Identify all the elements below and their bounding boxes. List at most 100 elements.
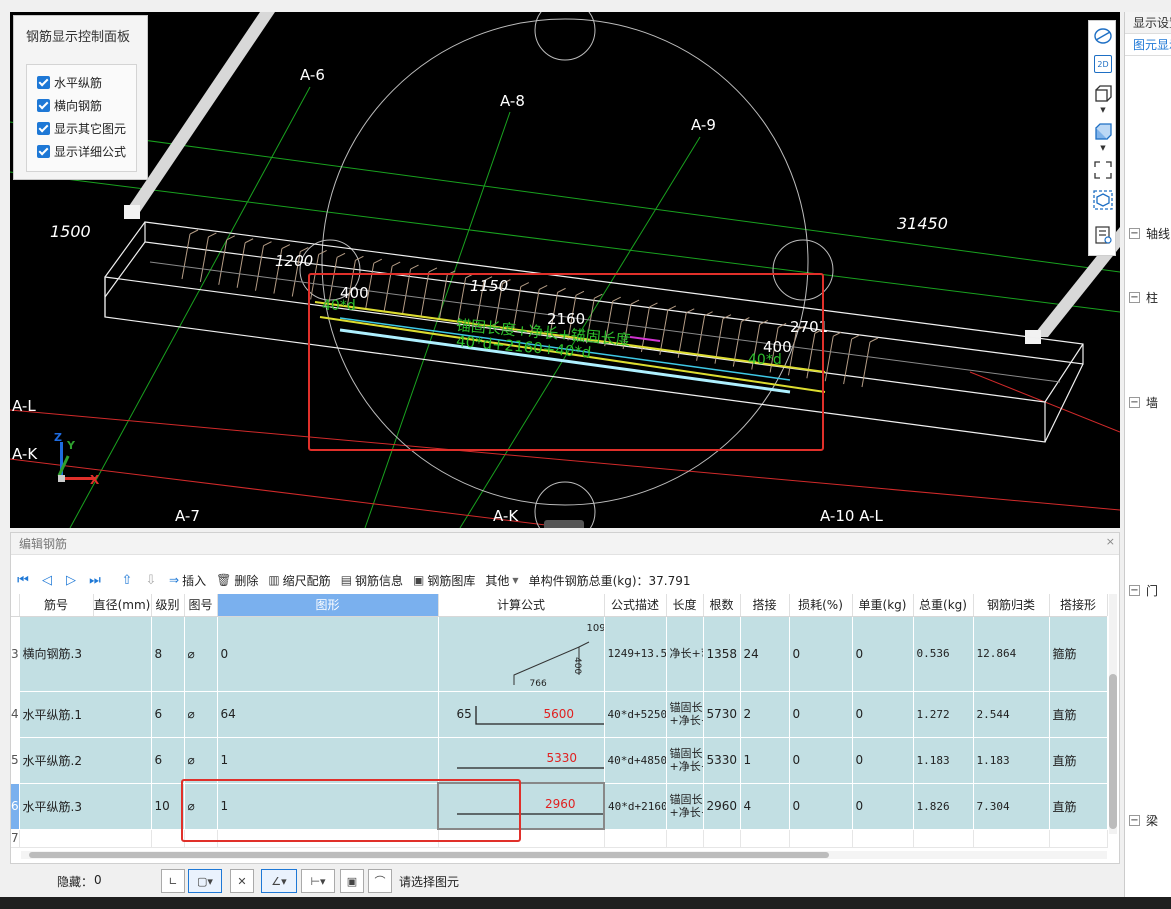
- option-transverse-rebar[interactable]: 横向钢筋: [27, 94, 136, 117]
- cell-total-weight[interactable]: 7.304: [973, 783, 1050, 830]
- cell-loss[interactable]: 0: [852, 783, 914, 830]
- rebar-library-button[interactable]: ▣钢筋图库: [413, 573, 476, 588]
- chevron-down-icon[interactable]: ▼: [1100, 144, 1106, 152]
- cell-grade[interactable]: ⌀: [184, 691, 218, 738]
- cell-name[interactable]: 水平纵筋.2: [19, 737, 152, 784]
- cell-grade[interactable]: ⌀: [184, 783, 218, 830]
- tree-node-wall[interactable]: −墙: [1129, 396, 1159, 410]
- cell-shape[interactable]: 5330: [438, 737, 605, 784]
- rebar-info-button[interactable]: ▤钢筋信息: [340, 573, 404, 588]
- cell-lap[interactable]: 0: [789, 691, 853, 738]
- insert-button[interactable]: ⇒插入: [169, 573, 207, 588]
- col-header[interactable]: 搭接形: [1049, 594, 1108, 617]
- col-header[interactable]: 钢筋归类: [973, 594, 1050, 617]
- cross-icon[interactable]: ✕: [230, 869, 254, 893]
- col-header[interactable]: 筋号: [19, 594, 94, 617]
- display-icon[interactable]: ▣: [340, 869, 364, 893]
- cell-formula-desc[interactable]: 锚固长度+净长+…: [666, 783, 704, 830]
- checkbox-checked-icon[interactable]: [37, 76, 50, 89]
- close-icon[interactable]: ×: [1105, 535, 1115, 548]
- option-show-other-elements[interactable]: 显示其它图元: [27, 117, 136, 140]
- table-row[interactable]: 4 水平纵筋.1 6 ⌀ 64 65 5600 65 40*d+5250+40*…: [11, 691, 1108, 738]
- table-vertical-scrollbar[interactable]: [1109, 594, 1117, 834]
- collapse-icon[interactable]: −: [1129, 397, 1140, 408]
- cell-category[interactable]: 直筋: [1049, 783, 1108, 830]
- solid-view-icon[interactable]: [1092, 121, 1114, 143]
- cell-formula[interactable]: 1249+13.57*d: [604, 616, 667, 692]
- col-header-shape-selected[interactable]: 图形: [217, 594, 439, 617]
- cell-formula-desc[interactable]: 锚固长度+净长+…: [666, 737, 704, 784]
- cell-name[interactable]: 水平纵筋.1: [19, 691, 152, 738]
- cell-formula-desc[interactable]: 净长+弯钩: [666, 616, 704, 692]
- cell-lap[interactable]: 0: [789, 737, 853, 784]
- tree-node-beam[interactable]: −梁: [1129, 814, 1159, 828]
- cell-figure-no[interactable]: 1: [217, 783, 439, 830]
- cell-grade[interactable]: ⌀: [184, 616, 218, 692]
- tree-node-column[interactable]: −柱: [1129, 291, 1159, 305]
- move-up-icon[interactable]: ⇧: [121, 572, 133, 588]
- cell-count[interactable]: 2: [740, 691, 790, 738]
- cell-figure-no[interactable]: 1: [217, 737, 439, 784]
- cell-length[interactable]: 5730: [703, 691, 741, 738]
- collapse-icon[interactable]: −: [1129, 585, 1140, 596]
- col-header[interactable]: 单重(kg): [852, 594, 914, 617]
- col-header[interactable]: 搭接: [740, 594, 790, 617]
- cell-formula-desc[interactable]: 锚固长度+净长+…: [666, 691, 704, 738]
- 2d-view-icon[interactable]: 2D: [1094, 55, 1112, 73]
- cell-figure-no[interactable]: 64: [217, 691, 439, 738]
- first-record-icon[interactable]: ⏮: [17, 572, 29, 588]
- move-down-icon[interactable]: ⇩: [145, 572, 157, 588]
- tree-node-door[interactable]: −门: [1129, 584, 1159, 598]
- cell-diameter[interactable]: 6: [151, 691, 185, 738]
- cell-total-weight[interactable]: 2.544: [973, 691, 1050, 738]
- cell-total-weight[interactable]: 12.864: [973, 616, 1050, 692]
- col-header[interactable]: 计算公式: [438, 594, 605, 617]
- cell-shape[interactable]: 65 5600 65: [438, 691, 605, 738]
- option-horizontal-rebar[interactable]: 水平纵筋: [27, 71, 136, 94]
- cell-formula[interactable]: 40*d+2160+40*d: [604, 783, 667, 830]
- cell-category[interactable]: 直筋: [1049, 691, 1108, 738]
- cell-name[interactable]: 水平纵筋.3: [19, 783, 152, 830]
- checkbox-checked-icon[interactable]: [37, 122, 50, 135]
- fit-view-icon[interactable]: [1092, 159, 1114, 181]
- cell-figure-no[interactable]: 0: [217, 616, 439, 692]
- delete-button[interactable]: 🗑删除: [216, 573, 259, 588]
- viewport-splitter-handle[interactable]: [544, 520, 584, 528]
- cell-loss[interactable]: 0: [852, 691, 914, 738]
- offset-icon[interactable]: ⊢▾: [301, 869, 335, 893]
- cell-loss[interactable]: 0: [852, 737, 914, 784]
- table-row-empty[interactable]: 7: [11, 829, 1108, 848]
- option-show-detailed-formula[interactable]: 显示详细公式: [27, 140, 136, 163]
- col-header[interactable]: 直径(mm): [93, 594, 152, 617]
- cell-unit-weight[interactable]: 1.826: [913, 783, 974, 830]
- list-view-icon[interactable]: [1092, 224, 1114, 246]
- scale-rebar-button[interactable]: ▥缩尺配筋: [268, 573, 331, 588]
- ortho-mode-icon[interactable]: ∟: [161, 869, 185, 893]
- cell-shape-active[interactable]: 2960: [437, 782, 605, 830]
- other-dropdown[interactable]: 其他▼: [485, 573, 519, 588]
- tree-node-axis[interactable]: −轴线: [1129, 227, 1171, 241]
- cell-shape[interactable]: 109 400 766: [438, 616, 605, 692]
- cell-unit-weight[interactable]: 1.183: [913, 737, 974, 784]
- cell-unit-weight[interactable]: 0.536: [913, 616, 974, 692]
- cell-grade[interactable]: ⌀: [184, 737, 218, 784]
- cell-category[interactable]: 箍筋: [1049, 616, 1108, 692]
- cell-lap[interactable]: 0: [789, 616, 853, 692]
- table-row[interactable]: 5 水平纵筋.2 6 ⌀ 1 5330 40*d+4850+40*d 锚固长度+…: [11, 737, 1108, 784]
- col-header[interactable]: 级别: [151, 594, 185, 617]
- cell-formula[interactable]: 40*d+4850+40*d: [604, 737, 667, 784]
- col-header[interactable]: 根数: [703, 594, 741, 617]
- col-header[interactable]: 公式描述: [604, 594, 667, 617]
- previous-record-icon[interactable]: ◁: [42, 572, 52, 588]
- cube-view-icon[interactable]: [1092, 189, 1114, 211]
- chevron-down-icon[interactable]: ▼: [1100, 106, 1106, 114]
- col-header[interactable]: 总重(kg): [913, 594, 974, 617]
- box-view-icon[interactable]: [1092, 83, 1114, 105]
- rotate-view-icon[interactable]: [1092, 25, 1114, 47]
- cell-count[interactable]: 4: [740, 783, 790, 830]
- select-box-icon[interactable]: ▢▾: [188, 869, 222, 893]
- cell-diameter[interactable]: 6: [151, 737, 185, 784]
- table-row-selected[interactable]: 6 水平纵筋.3 10 ⌀ 1 2960 40*d+2160+40*d 锚固长度…: [11, 782, 1108, 830]
- next-record-icon[interactable]: ▷: [66, 572, 76, 588]
